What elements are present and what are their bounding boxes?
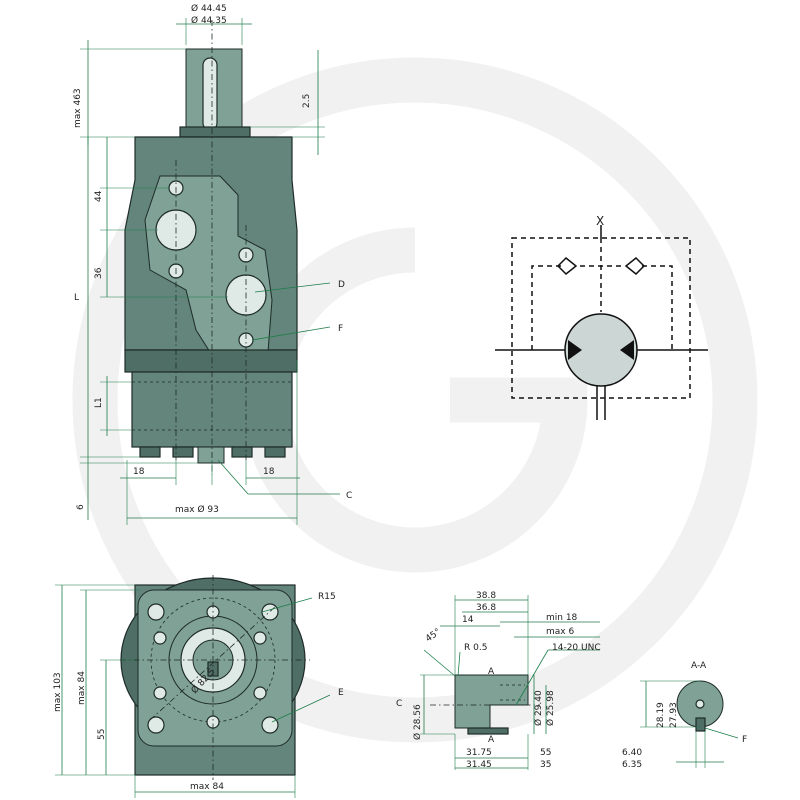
dim-36-8: 36.8 <box>476 603 496 613</box>
dim-38-8: 38.8 <box>476 591 496 601</box>
dim-18-right: 18 <box>263 467 275 477</box>
dim-min18: min 18 <box>546 613 578 623</box>
schematic-x-mark: X <box>596 214 604 228</box>
dim-25-98: Ø 25.98 <box>545 690 556 726</box>
dim-6-35: 6.35 <box>622 760 642 770</box>
motor-side-view <box>124 20 298 475</box>
dim-29-40: Ø 29.40 <box>533 690 544 726</box>
corner-hole <box>147 603 165 621</box>
dim-max84-horizontal: max 84 <box>190 782 224 792</box>
dim-44: 44 <box>94 190 104 202</box>
dim-r15: R15 <box>318 592 336 602</box>
shaft-collar <box>179 126 251 138</box>
dim-6: 6 <box>76 504 86 510</box>
shaft-detail: 38.8 36.8 14 min 18 max 6 45° R 0.5 14-2… <box>396 591 601 770</box>
dim-55: 55 <box>97 729 107 740</box>
section-aa-tapped-hole <box>695 699 705 709</box>
dim-27-93: 27.93 <box>669 702 679 728</box>
dim-L: L <box>74 293 79 303</box>
watermark-logo <box>72 57 758 743</box>
section-mark-A-top: A <box>488 667 495 677</box>
bolt-hole <box>253 686 267 700</box>
label-C-shaft: C <box>396 699 402 709</box>
dim-36: 36 <box>94 267 104 279</box>
dim-max-d93: max Ø 93 <box>175 504 219 515</box>
motor-front-view <box>120 575 310 780</box>
dim-35: 35 <box>540 760 551 770</box>
dim-r0-5: R 0.5 <box>464 643 487 653</box>
shaft-dia-min: Ø 44.35 <box>191 15 227 26</box>
dim-28-19: 28.19 <box>656 702 666 728</box>
section-mark-A-bottom: A <box>488 735 495 745</box>
port-c <box>197 446 225 464</box>
shaft-keyway <box>202 57 218 131</box>
dim-14: 14 <box>462 615 474 625</box>
gerotor-section <box>131 371 293 448</box>
bolt-head <box>264 446 286 458</box>
bolt-head <box>172 446 194 458</box>
section-aa-title: A-A <box>691 661 707 671</box>
dim-45deg: 45° <box>424 627 443 644</box>
dim-unc: 14-20 UNC <box>552 643 601 653</box>
section-aa-key <box>695 717 706 732</box>
label-F: F <box>338 324 343 334</box>
check-valve <box>556 256 578 276</box>
bolt-hole <box>153 631 167 645</box>
label-C: C <box>346 491 352 501</box>
bolt-head <box>231 446 253 458</box>
label-F-section: F <box>742 735 747 745</box>
corner-hole <box>261 603 279 621</box>
dim-55-shaft: 55 <box>540 748 551 758</box>
shaft-key <box>467 727 509 735</box>
dim-max84-vertical: max 84 <box>77 671 87 705</box>
dim-28-56: Ø 28.56 <box>412 704 423 740</box>
dim-max6: max 6 <box>546 627 574 637</box>
dim-31-45: 31.45 <box>466 760 492 770</box>
dim-max463: max 463 <box>73 88 83 128</box>
bolt-head <box>139 446 161 458</box>
dim-2-5: 2.5 <box>302 94 312 108</box>
bolt-hole <box>153 686 167 700</box>
corner-hole <box>261 716 279 734</box>
dim-max103: max 103 <box>53 672 63 712</box>
corner-hole <box>147 716 165 734</box>
housing-band <box>124 349 298 373</box>
section-aa: A-A 28.19 27.93 6.40 6.35 F <box>622 661 747 770</box>
hydraulic-schematic: X <box>495 214 708 420</box>
shaft-dia-max: Ø 44.45 <box>191 3 227 14</box>
dim-31-75: 31.75 <box>466 748 492 758</box>
check-valve <box>624 256 646 276</box>
dim-6-40: 6.40 <box>622 748 642 758</box>
label-E: E <box>338 688 344 698</box>
dim-L1: L1 <box>94 397 104 408</box>
dim-18-left: 18 <box>133 467 145 477</box>
side-dimensions: Ø 44.45 Ø 44.35 max 463 2.5 44 36 L L1 6 <box>73 3 352 525</box>
bolt-hole <box>253 631 267 645</box>
label-D: D <box>338 280 345 290</box>
